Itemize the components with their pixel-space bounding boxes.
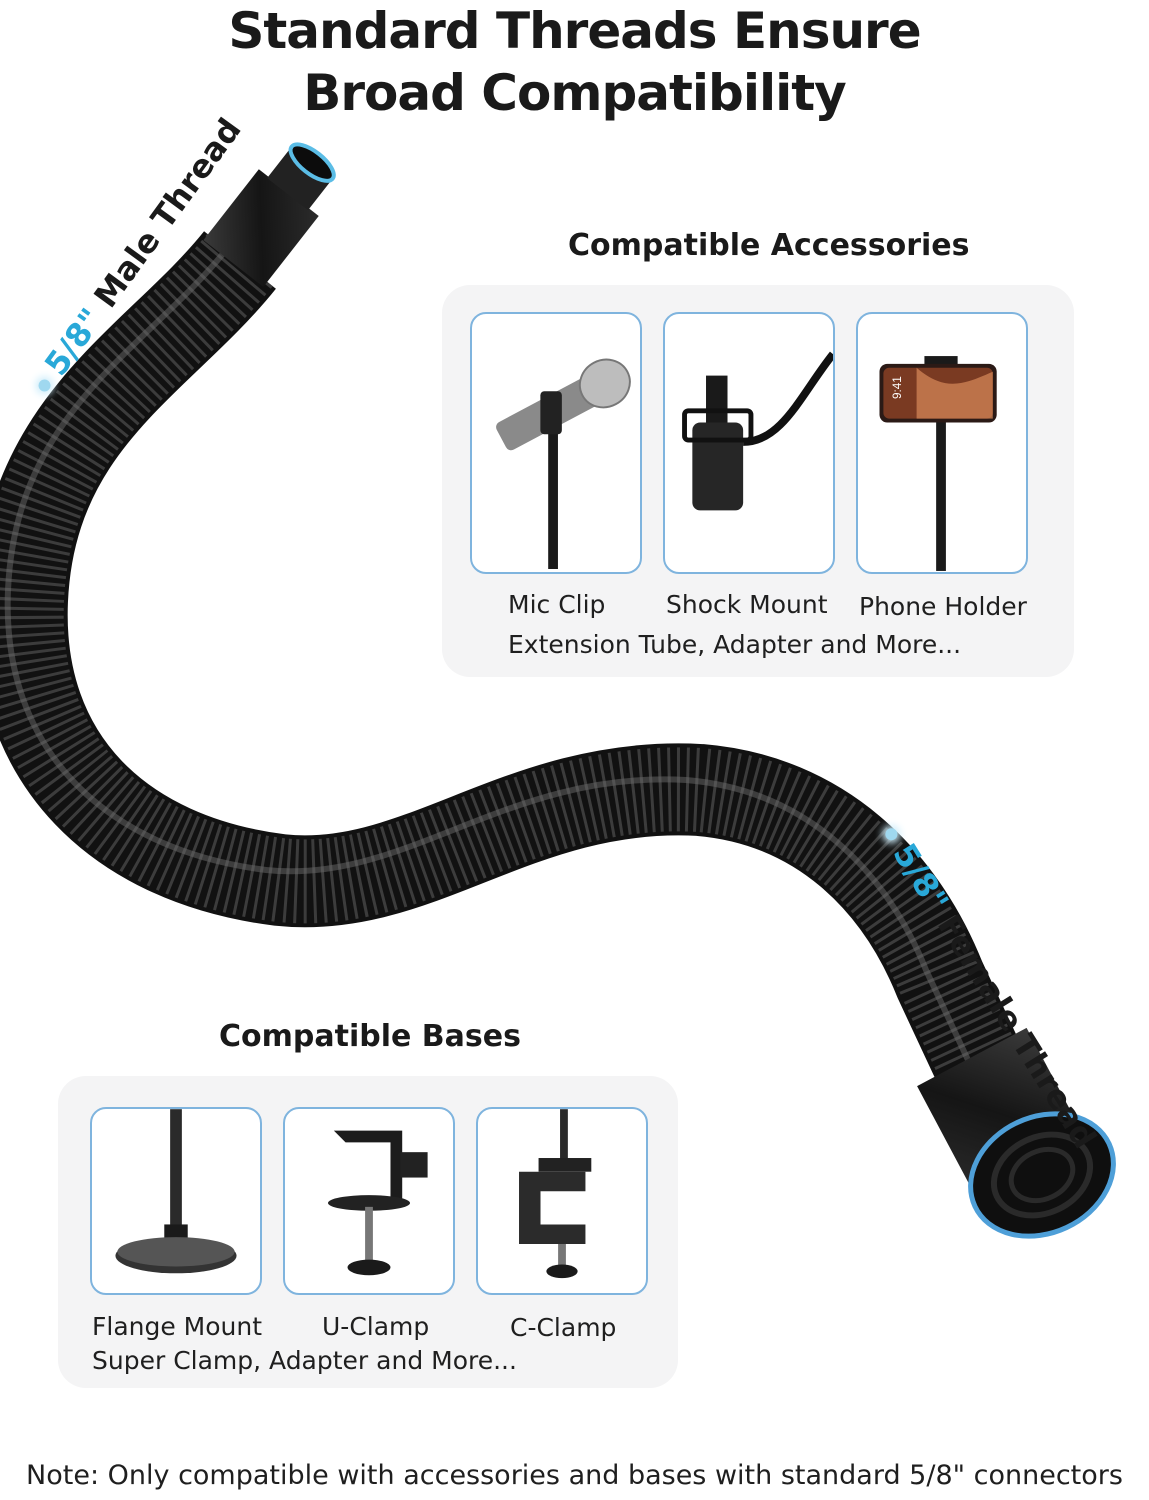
base-label-flange-mount: Flange Mount <box>92 1312 263 1341</box>
accessory-label-shock-mount: Shock Mount <box>666 590 828 619</box>
base-card-c-clamp <box>476 1107 648 1295</box>
title-line-2: Broad Compatibility <box>303 64 846 122</box>
accessory-label-phone-holder: Phone Holder <box>859 592 1027 621</box>
accessory-label-mic-clip: Mic Clip <box>508 590 606 619</box>
compatibility-note: Note: Only compatible with accessories a… <box>26 1460 1123 1491</box>
male-thread-end <box>203 142 336 287</box>
base-label-u-clamp: U-Clamp <box>322 1312 430 1341</box>
accessory-card-phone-holder: 9:41 <box>856 312 1028 574</box>
shock-mount-icon <box>682 351 833 511</box>
accessory-card-mic-clip <box>470 312 642 574</box>
title-line-1: Standard Threads Ensure <box>228 2 921 60</box>
c-clamp-icon <box>519 1109 592 1279</box>
base-label-c-clamp: C-Clamp <box>510 1313 617 1342</box>
accessory-card-shock-mount <box>663 312 835 574</box>
accessories-heading: Compatible Accessories <box>568 228 970 263</box>
bases-heading: Compatible Bases <box>219 1019 521 1054</box>
phone-holder-icon: 9:41 <box>879 356 997 571</box>
page-title: Standard Threads Ensure Broad Compatibil… <box>0 0 1149 124</box>
u-clamp-icon <box>327 1130 428 1276</box>
mic-clip-icon <box>496 358 631 569</box>
bases-more-text: Super Clamp, Adapter and More... <box>92 1346 517 1375</box>
flange-mount-icon <box>115 1109 237 1274</box>
base-card-flange-mount <box>90 1107 262 1295</box>
accessories-more-text: Extension Tube, Adapter and More... <box>508 630 962 659</box>
base-card-u-clamp <box>283 1107 455 1295</box>
phone-time: 9:41 <box>891 376 904 399</box>
